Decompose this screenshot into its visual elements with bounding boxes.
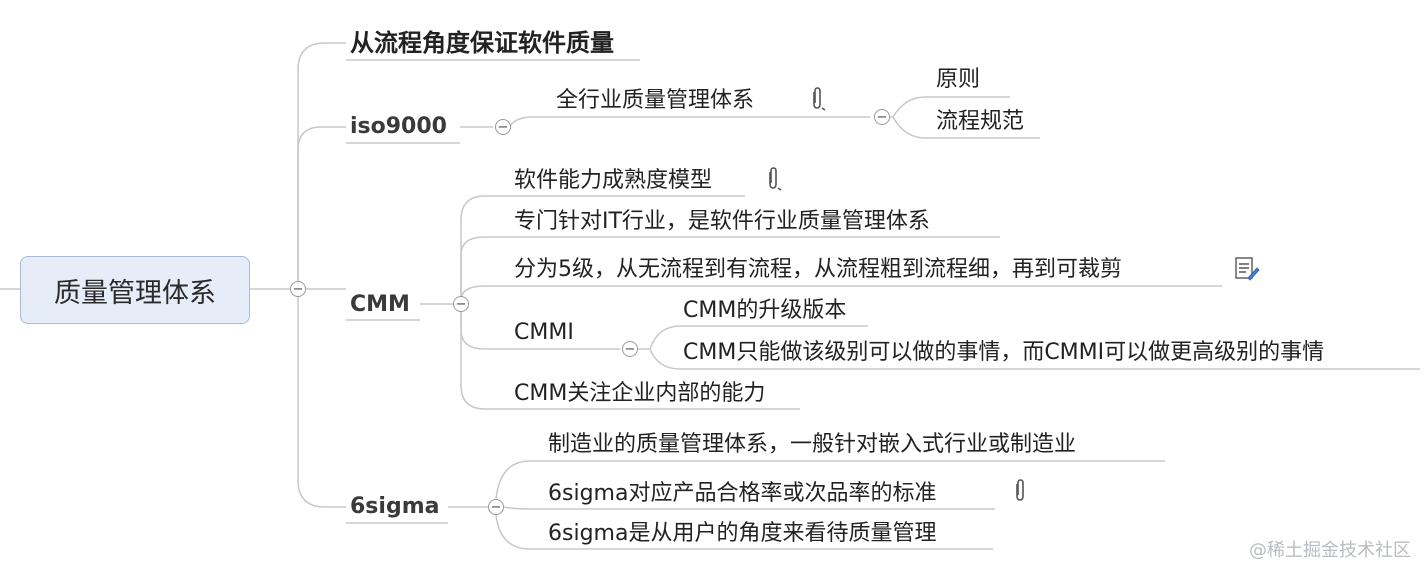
topic-cmm-model[interactable]: 软件能力成熟度模型 xyxy=(514,168,713,193)
topic-principle[interactable]: 原则 xyxy=(936,67,981,92)
paperclip-icon[interactable] xyxy=(762,166,784,192)
topic-cmmi[interactable]: CMMI xyxy=(514,320,574,345)
topic-cmmi-compare[interactable]: CMM只能做该级别可以做的事情，而CMMI可以做更高级别的事情 xyxy=(683,340,1325,365)
topic-full-industry-qms[interactable]: 全行业质量管理体系 xyxy=(556,88,755,113)
topic-6sigma-standard[interactable]: 6sigma对应产品合格率或次品率的标准 xyxy=(548,481,937,506)
collapse-toggle-cmmi[interactable]: − xyxy=(622,341,638,357)
watermark: @稀土掘金技术社区 xyxy=(1249,540,1411,561)
paperclip-icon[interactable] xyxy=(1009,478,1031,504)
topic-process-spec[interactable]: 流程规范 xyxy=(936,109,1025,134)
collapse-toggle-root[interactable]: − xyxy=(290,281,306,297)
topic-cmm-internal[interactable]: CMM关注企业内部的能力 xyxy=(514,381,766,406)
topic-iso9000[interactable]: iso9000 xyxy=(350,114,447,139)
topic-cmm-levels[interactable]: 分为5级，从无流程到有流程，从流程粗到流程细，再到可裁剪 xyxy=(514,257,1122,282)
topic-6sigma-manufacturing[interactable]: 制造业的质量管理体系，一般针对嵌入式行业或制造业 xyxy=(548,432,1077,457)
topic-cmmi-upgrade[interactable]: CMM的升级版本 xyxy=(683,298,847,323)
topic-intro[interactable]: 从流程角度保证软件质量 xyxy=(350,29,614,57)
root-topic-label: 质量管理体系 xyxy=(54,277,216,309)
topic-cmm-it[interactable]: 专门针对IT行业，是软件行业质量管理体系 xyxy=(514,209,930,234)
collapse-toggle-cmm[interactable]: − xyxy=(453,296,469,312)
paperclip-icon[interactable] xyxy=(806,86,828,112)
root-topic[interactable]: 质量管理体系 xyxy=(20,256,250,324)
topic-cmm[interactable]: CMM xyxy=(350,292,410,317)
collapse-toggle-6sigma[interactable]: − xyxy=(488,499,504,515)
topic-6sigma[interactable]: 6sigma xyxy=(350,494,440,519)
collapse-toggle-iso9000[interactable]: − xyxy=(495,119,511,135)
note-icon[interactable] xyxy=(1234,256,1260,282)
collapse-toggle-full-industry[interactable]: − xyxy=(874,109,890,125)
topic-6sigma-user[interactable]: 6sigma是从用户的角度来看待质量管理 xyxy=(548,521,937,546)
